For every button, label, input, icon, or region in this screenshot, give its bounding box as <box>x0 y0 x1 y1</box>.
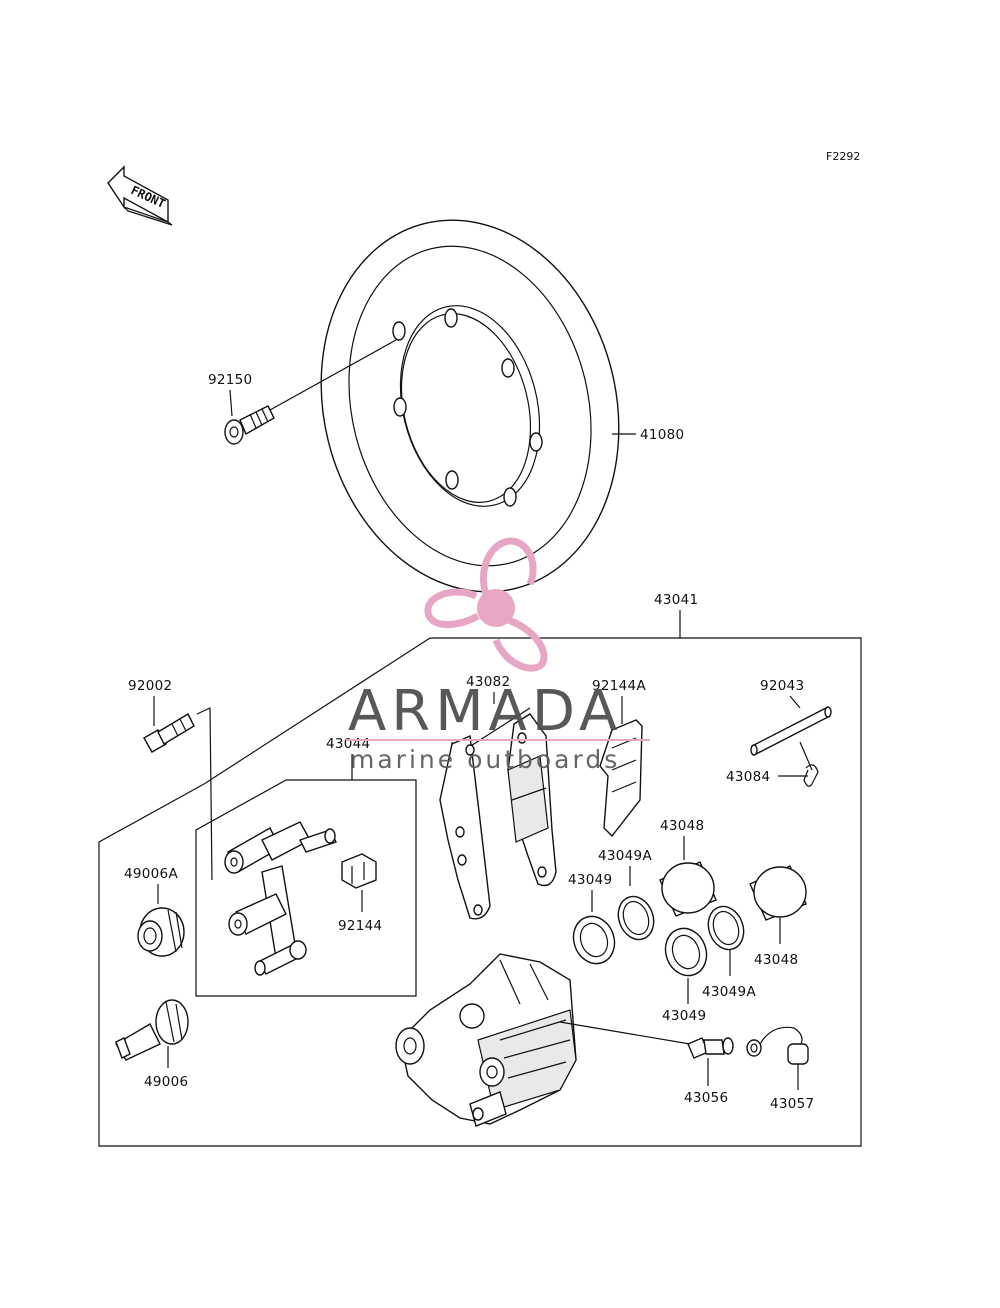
label-43049-bottom: 43049 <box>662 1008 706 1024</box>
label-43057: 43057 <box>770 1096 814 1112</box>
brand-name: ARMADA <box>348 679 622 744</box>
brake-disc <box>320 219 620 593</box>
label-43048-top: 43048 <box>660 818 704 834</box>
pin-clip <box>799 741 819 787</box>
piston-seal-top <box>572 915 616 965</box>
caliper-bolt <box>143 713 195 753</box>
dust-seal-bottom <box>707 905 745 951</box>
label-92144: 92144 <box>338 918 382 934</box>
label-92043: 92043 <box>760 678 804 694</box>
brand-watermark: ARMADA marine outboards <box>346 537 650 774</box>
bleeder-valve <box>687 1037 734 1059</box>
label-92150: 92150 <box>208 372 252 388</box>
caliper-piston-top <box>659 861 717 917</box>
pad-pin <box>750 706 832 756</box>
bracket-subassembly-box <box>195 779 417 997</box>
brand-tagline: marine outboards <box>350 745 620 774</box>
dust-seal-top <box>617 895 655 941</box>
label-43084: 43084 <box>726 769 770 785</box>
front-arrow-icon: FRONT <box>107 165 173 226</box>
label-43048-bottom: 43048 <box>754 952 798 968</box>
diagram-code: F2292 <box>826 150 860 163</box>
caliper-body <box>395 953 577 1127</box>
disc-bolt-holes <box>392 308 543 507</box>
brake-pad-right <box>507 713 557 887</box>
bleeder-cap <box>746 1026 809 1065</box>
label-43049A-bottom: 43049A <box>702 984 756 1000</box>
piston-seal-bottom <box>664 927 708 977</box>
label-43056: 43056 <box>684 1090 728 1106</box>
label-92144A: 92144A <box>592 678 646 694</box>
label-43082: 43082 <box>466 674 510 690</box>
label-49006A: 49006A <box>124 866 178 882</box>
brake-pad-left <box>439 734 491 920</box>
assembly-bracket-outline <box>98 637 862 1147</box>
slide-pin-boot <box>115 999 189 1061</box>
propeller-logo-icon <box>424 537 548 672</box>
pad-spring-clip <box>341 853 377 889</box>
label-49006: 49006 <box>144 1074 188 1090</box>
label-43049-top: 43049 <box>568 872 612 888</box>
label-43049A-top: 43049A <box>598 848 652 864</box>
dust-boot <box>137 907 185 957</box>
label-92002: 92002 <box>128 678 172 694</box>
pad-spring <box>599 719 643 838</box>
caliper-piston-bottom <box>749 865 807 921</box>
caliper-bracket <box>224 821 337 976</box>
label-43041: 43041 <box>654 592 698 608</box>
disc-bolt <box>224 339 397 445</box>
label-41080: 41080 <box>640 427 684 443</box>
